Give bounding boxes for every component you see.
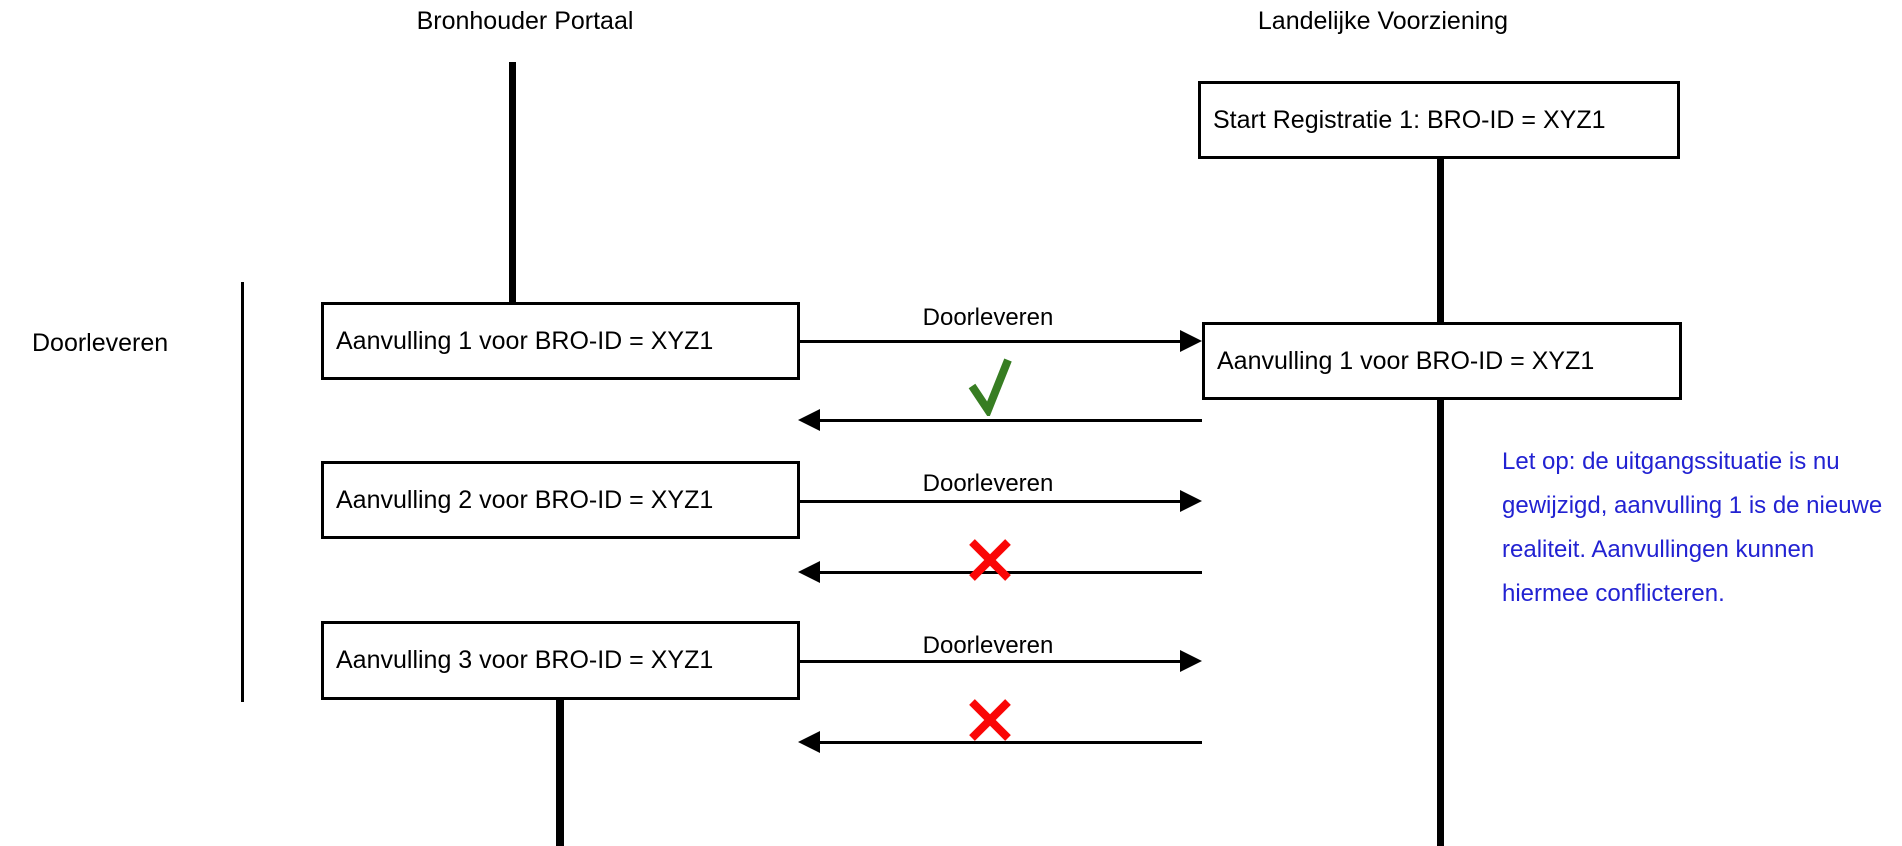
lifeline-landelijke-voorziening [1437,81,1444,846]
return-arrow-3 [818,741,1202,744]
note-line-3: realiteit. Aanvullingen kunnen [1502,536,1815,563]
box-aanvulling-1-landelijke-text: Aanvulling 1 voor BRO-ID = XYZ1 [1217,346,1595,375]
arrowhead-right-2-icon [1180,490,1202,512]
note-line-4: hiermee conflicteren. [1502,580,1725,607]
group-bracket [241,282,244,702]
actor-label-bronhouder-portaal: Bronhouder Portaal [416,7,634,35]
arrow-label-doorleveren-1: Doorleveren [922,304,1054,331]
note-line-2: gewijzigd, aanvulling 1 is de nieuwe [1502,492,1883,519]
arrowhead-left-1-icon [798,409,820,431]
return-arrow-1 [818,419,1202,422]
box-start-registratie: Start Registratie 1: BRO-ID = XYZ1 [1198,81,1680,159]
box-aanvulling-3-bronhouder-text: Aanvulling 3 voor BRO-ID = XYZ1 [336,646,714,674]
actor-label-landelijke-voorziening: Landelijke Voorziening [1257,7,1509,35]
failure-cross-icon-2 [969,539,1011,581]
success-check-icon [968,358,1012,416]
box-aanvulling-3-bronhouder: Aanvulling 3 voor BRO-ID = XYZ1 [321,621,800,700]
lifeline-bronhouder-bottom [556,700,564,846]
box-aanvulling-1-bronhouder: Aanvulling 1 voor BRO-ID = XYZ1 [321,302,800,380]
box-aanvulling-1-bronhouder-text: Aanvulling 1 voor BRO-ID = XYZ1 [336,326,714,355]
arrow-label-doorleveren-2: Doorleveren [922,470,1054,497]
arrowhead-right-3-icon [1180,650,1202,672]
box-aanvulling-1-landelijke: Aanvulling 1 voor BRO-ID = XYZ1 [1202,322,1682,400]
note-line-1: Let op: de uitgangssituatie is nu [1502,448,1840,475]
return-arrow-2 [818,571,1202,574]
arrowhead-left-3-icon [798,731,820,753]
arrow-doorleveren-2 [800,500,1182,503]
box-aanvulling-2-bronhouder-text: Aanvulling 2 voor BRO-ID = XYZ1 [336,485,714,514]
box-aanvulling-2-bronhouder: Aanvulling 2 voor BRO-ID = XYZ1 [321,461,800,539]
arrow-doorleveren-1 [800,340,1182,343]
failure-cross-icon-3 [969,699,1011,741]
arrowhead-left-2-icon [798,561,820,583]
arrow-doorleveren-3 [800,660,1182,663]
note-text: Let op: de uitgangssituatie is nu gewijz… [1502,440,1882,616]
arrowhead-right-1-icon [1180,330,1202,352]
box-start-registratie-text: Start Registratie 1: BRO-ID = XYZ1 [1213,105,1606,134]
lifeline-bronhouder-top [509,62,516,340]
arrow-label-doorleveren-3: Doorleveren [922,632,1054,659]
group-label-doorleveren: Doorleveren [32,329,169,357]
